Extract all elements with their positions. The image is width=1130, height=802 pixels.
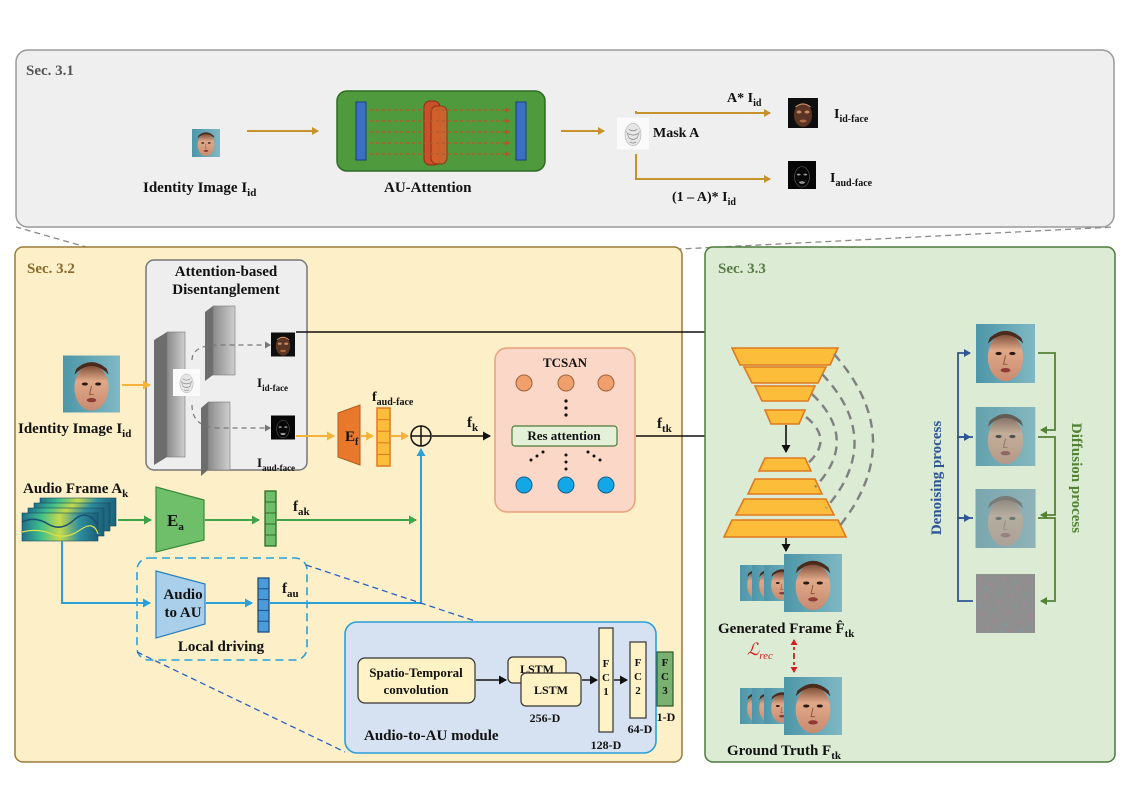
sec33-panel: Sec. 3.3 Generated Frame F̂tk bbox=[704, 246, 1116, 763]
sec32-aud-face-label: Iaud-face bbox=[257, 455, 295, 473]
lstm-front-label: LSTM bbox=[534, 683, 568, 697]
diffusion-frame-2 bbox=[975, 407, 1036, 466]
audio-frame-label: Audio Frame Ak bbox=[23, 481, 129, 500]
module-label: Audio-to-AU module bbox=[364, 728, 499, 744]
diffusion-frame-1 bbox=[975, 324, 1036, 383]
sum-node bbox=[410, 425, 432, 447]
diffusion-arrows bbox=[1038, 352, 1056, 605]
f-aud-face-label: faud-face bbox=[372, 390, 414, 408]
diffusion-stack bbox=[975, 324, 1036, 633]
diffusion-label: Diffusion process bbox=[1068, 423, 1084, 533]
audio-to-au-block bbox=[155, 570, 206, 639]
ftk-label: ftk bbox=[657, 416, 673, 435]
au-attention-label: AU-Attention bbox=[384, 180, 472, 196]
denoising-arrows bbox=[957, 349, 973, 602]
sec33-title: Sec. 3.3 bbox=[718, 261, 766, 277]
module-zoom-line-bottom bbox=[136, 651, 346, 753]
audio-spectrogram bbox=[21, 497, 117, 542]
ef-label: Ef bbox=[345, 429, 359, 448]
sec31-identity-image bbox=[192, 128, 220, 158]
sec31-title: Sec. 3.1 bbox=[26, 63, 74, 79]
sec32-panel: Sec. 3.2 Attention-based Disentanglement… bbox=[14, 246, 788, 763]
diffusion-noise-frame bbox=[976, 574, 1035, 633]
sec32-title: Sec. 3.2 bbox=[27, 261, 75, 277]
audio-to-au-arrow bbox=[61, 541, 151, 608]
stc-label-2: convolution bbox=[383, 682, 449, 697]
sec31-aud-face-image bbox=[788, 160, 816, 190]
denoising-label: Denoising process bbox=[929, 421, 945, 535]
sec31-panel: Sec. 3.1 Identity Image Iid AU-Attention… bbox=[15, 49, 1115, 228]
diffusion-frame-3 bbox=[975, 489, 1036, 548]
dim-64: 64-D bbox=[628, 722, 653, 736]
fk-label: fk bbox=[467, 415, 479, 434]
stc-label-1: Spatio-Temporal bbox=[369, 665, 463, 680]
sec32-id-face-image bbox=[271, 331, 295, 358]
ef-encoder bbox=[337, 404, 361, 466]
sec32-aud-face-image bbox=[271, 415, 295, 440]
dim-256: 256-D bbox=[530, 711, 561, 725]
attn-title-2: Disentanglement bbox=[172, 282, 280, 298]
skip-connections bbox=[805, 353, 875, 529]
attention-panels bbox=[154, 305, 236, 476]
dim-1: 1-D bbox=[657, 710, 676, 724]
f-aud-face-vector bbox=[376, 407, 391, 467]
local-driving-label: Local driving bbox=[178, 639, 265, 655]
mask-image bbox=[617, 117, 649, 150]
sec32-identity-label: Identity Image Iid bbox=[18, 421, 131, 440]
attn-title-1: Attention-based bbox=[175, 264, 278, 280]
sec32-identity-image bbox=[63, 355, 120, 413]
sec31-id-face-image bbox=[788, 97, 818, 129]
au-attention-block bbox=[336, 90, 546, 172]
fak-label: fak bbox=[293, 499, 311, 518]
fau-label: fau bbox=[282, 581, 299, 600]
top-equation: A* Iid bbox=[727, 91, 762, 109]
mask-arrow-top bbox=[635, 109, 771, 117]
tcsan-label: TCSAN bbox=[543, 355, 588, 370]
generated-frame-label: Generated Frame F̂tk bbox=[718, 620, 855, 640]
mask-label: Mask A bbox=[653, 126, 700, 141]
attn-arrow-top bbox=[191, 341, 271, 361]
sec32-id-face-label: Iid-face bbox=[257, 375, 288, 393]
ea-encoder bbox=[155, 486, 205, 553]
sec31-aud-face-label: Iaud-face bbox=[830, 171, 873, 189]
dim-128: 128-D bbox=[591, 738, 622, 752]
generator-network bbox=[722, 347, 848, 538]
f-au-vector bbox=[257, 577, 270, 633]
module-zoom-line-top bbox=[305, 564, 491, 627]
bottom-equation: (1 – A)* Iid bbox=[672, 190, 736, 208]
attn-arrow-bottom bbox=[191, 404, 271, 432]
audio-to-au-label-2: to AU bbox=[164, 605, 201, 621]
ground-truth-label: Ground Truth Ftk bbox=[727, 743, 842, 762]
audio-to-au-module: Spatio-Temporal convolution LSTM LSTM 25… bbox=[344, 621, 676, 754]
rec-loss-label: ℒrec bbox=[747, 640, 773, 662]
sec31-id-face-label: Iid-face bbox=[834, 107, 869, 125]
f-ak-vector bbox=[264, 490, 277, 547]
mask-arrow-bottom bbox=[635, 154, 771, 183]
audio-to-au-label-1: Audio bbox=[163, 587, 202, 603]
ea-label: Ea bbox=[167, 511, 184, 533]
res-attention-label: Res attention bbox=[527, 428, 601, 443]
local-driving-box bbox=[136, 557, 308, 661]
sec31-identity-label: Identity Image Iid bbox=[143, 180, 256, 199]
tcsan-block: TCSAN Res attention bbox=[494, 347, 636, 513]
